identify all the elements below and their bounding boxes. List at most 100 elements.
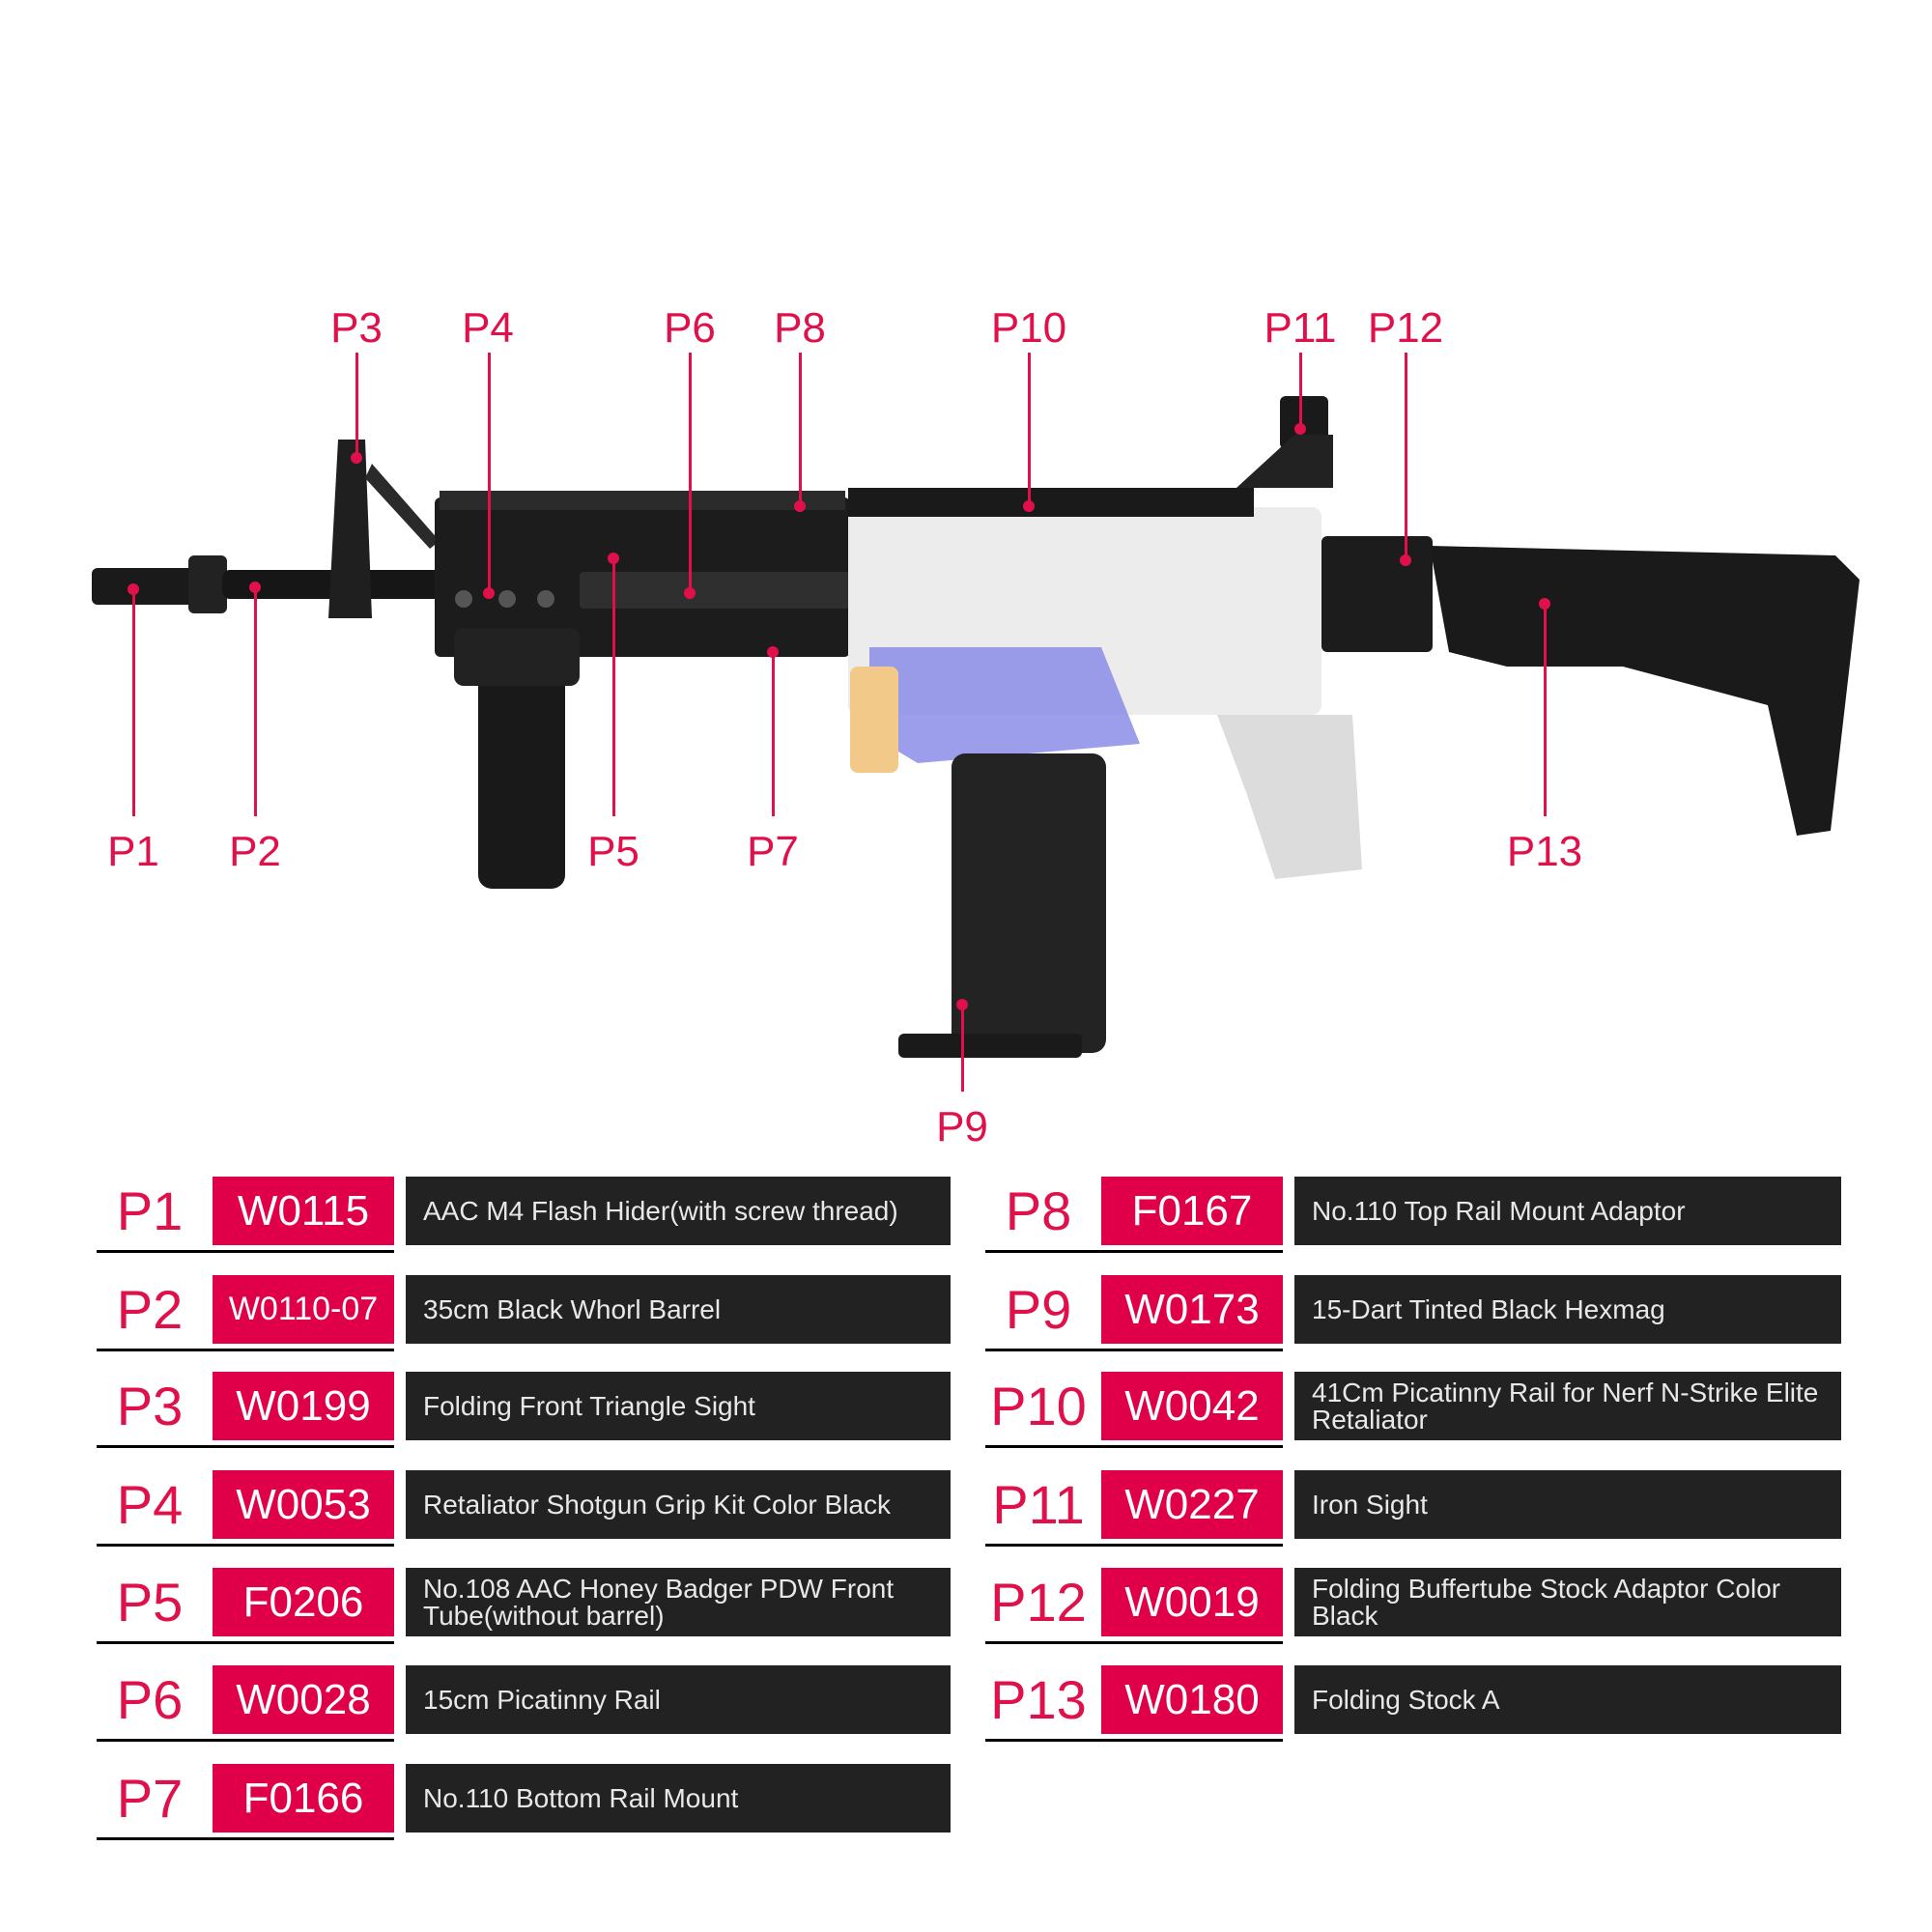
leader-line-p13 bbox=[1544, 604, 1547, 816]
part-label: P7 bbox=[116, 1768, 184, 1829]
callout-p12: P12 bbox=[1367, 304, 1444, 352]
row-underline bbox=[985, 1641, 1283, 1644]
leader-dot-p11 bbox=[1294, 423, 1306, 435]
leader-line-p5 bbox=[612, 558, 615, 816]
leader-line-p12 bbox=[1405, 353, 1407, 560]
part-description: AAC M4 Flash Hider(with screw thread) bbox=[406, 1177, 951, 1245]
row-underline bbox=[985, 1349, 1283, 1351]
part-description: No.110 Bottom Rail Mount bbox=[406, 1764, 951, 1833]
part-code: W0115 bbox=[213, 1177, 394, 1245]
callout-p6: P6 bbox=[664, 304, 716, 352]
part-code: W0199 bbox=[213, 1372, 394, 1440]
leader-dot-p13 bbox=[1539, 598, 1550, 610]
part-description: 35cm Black Whorl Barrel bbox=[406, 1275, 951, 1344]
row-underline bbox=[97, 1349, 394, 1351]
row-underline bbox=[985, 1544, 1283, 1547]
part-row-p11: P11 W0227 Iron Sight bbox=[985, 1470, 1841, 1547]
part-label: P6 bbox=[116, 1669, 184, 1730]
part-code: W0028 bbox=[213, 1665, 394, 1734]
leader-dot-p3 bbox=[351, 452, 362, 464]
callout-p11: P11 bbox=[1264, 304, 1337, 352]
leader-dot-p8 bbox=[794, 500, 806, 512]
callout-p9: P9 bbox=[936, 1103, 988, 1151]
row-underline bbox=[985, 1250, 1283, 1253]
callout-p1: P1 bbox=[107, 828, 159, 875]
callout-p7: P7 bbox=[747, 828, 799, 875]
leader-line-p8 bbox=[799, 353, 802, 507]
row-underline bbox=[97, 1739, 394, 1742]
leader-line-p3 bbox=[355, 353, 358, 459]
part-label: P4 bbox=[116, 1474, 184, 1535]
part-description: No.108 AAC Honey Badger PDW Front Tube(w… bbox=[406, 1568, 951, 1636]
part-label: P8 bbox=[1005, 1180, 1072, 1241]
leader-dot-p12 bbox=[1400, 554, 1411, 566]
part-label: P1 bbox=[116, 1180, 184, 1241]
leader-line-p7 bbox=[772, 652, 775, 816]
hexmag bbox=[952, 753, 1106, 1053]
leader-line-p1 bbox=[132, 589, 135, 816]
leader-dot-p4 bbox=[483, 587, 495, 599]
part-code: W0110-07 bbox=[213, 1275, 394, 1344]
callout-p2: P2 bbox=[229, 828, 281, 875]
part-row-p1: P1 W0115 AAC M4 Flash Hider(with screw t… bbox=[97, 1177, 951, 1253]
part-row-p5: P5 F0206 No.108 AAC Honey Badger PDW Fro… bbox=[97, 1568, 951, 1644]
part-label: P13 bbox=[990, 1669, 1087, 1730]
part-row-p2: P2 W0110-07 35cm Black Whorl Barrel bbox=[97, 1275, 951, 1351]
part-code: W0019 bbox=[1101, 1568, 1283, 1636]
part-row-p8: P8 F0167 No.110 Top Rail Mount Adaptor bbox=[985, 1177, 1841, 1253]
row-underline bbox=[985, 1445, 1283, 1448]
part-label: P11 bbox=[992, 1474, 1085, 1535]
callout-p8: P8 bbox=[774, 304, 826, 352]
callout-p10: P10 bbox=[990, 304, 1067, 352]
part-label: P10 bbox=[990, 1376, 1087, 1436]
flash-hider bbox=[92, 568, 208, 605]
leader-line-p6 bbox=[689, 353, 692, 594]
part-description: Folding Front Triangle Sight bbox=[406, 1372, 951, 1440]
row-underline bbox=[97, 1250, 394, 1253]
part-label: P9 bbox=[1005, 1279, 1072, 1340]
row-underline bbox=[985, 1739, 1283, 1742]
part-description: 41Cm Picatinny Rail for Nerf N-Strike El… bbox=[1294, 1372, 1841, 1440]
leader-line-p4 bbox=[488, 353, 491, 594]
vertical-foregrip bbox=[478, 667, 565, 889]
leader-line-p11 bbox=[1299, 353, 1302, 430]
part-row-p13: P13 W0180 Folding Stock A bbox=[985, 1665, 1841, 1742]
part-code: F0167 bbox=[1101, 1177, 1283, 1245]
part-code: F0206 bbox=[213, 1568, 394, 1636]
leader-dot-p1 bbox=[128, 583, 139, 595]
part-description: Iron Sight bbox=[1294, 1470, 1841, 1539]
part-code: W0227 bbox=[1101, 1470, 1283, 1539]
part-description: Folding Buffertube Stock Adaptor Color B… bbox=[1294, 1568, 1841, 1636]
part-description: Retaliator Shotgun Grip Kit Color Black bbox=[406, 1470, 951, 1539]
callout-p13: P13 bbox=[1506, 828, 1583, 875]
callout-p5: P5 bbox=[587, 828, 639, 875]
front-sight bbox=[328, 440, 372, 618]
part-description: No.110 Top Rail Mount Adaptor bbox=[1294, 1177, 1841, 1245]
part-row-p6: P6 W0028 15cm Picatinny Rail bbox=[97, 1665, 951, 1742]
leader-line-p9 bbox=[961, 1005, 964, 1092]
part-code: W0053 bbox=[213, 1470, 394, 1539]
leader-dot-p6 bbox=[684, 587, 696, 599]
folding-stock bbox=[1430, 546, 1860, 836]
part-row-p12: P12 W0019 Folding Buffertube Stock Adapt… bbox=[985, 1568, 1841, 1644]
part-code: W0173 bbox=[1101, 1275, 1283, 1344]
part-description: 15-Dart Tinted Black Hexmag bbox=[1294, 1275, 1841, 1344]
part-row-p9: P9 W0173 15-Dart Tinted Black Hexmag bbox=[985, 1275, 1841, 1351]
part-description: Folding Stock A bbox=[1294, 1665, 1841, 1734]
part-row-p10: P10 W0042 41Cm Picatinny Rail for Nerf N… bbox=[985, 1372, 1841, 1448]
leader-line-p10 bbox=[1028, 353, 1031, 507]
leader-dot-p5 bbox=[608, 553, 619, 564]
leader-dot-p9 bbox=[956, 999, 968, 1010]
row-underline bbox=[97, 1837, 394, 1840]
part-row-p7: P7 F0166 No.110 Bottom Rail Mount bbox=[97, 1764, 951, 1840]
part-label: P5 bbox=[116, 1572, 184, 1633]
leader-line-p2 bbox=[254, 587, 257, 816]
part-label: P3 bbox=[116, 1376, 184, 1436]
row-underline bbox=[97, 1544, 394, 1547]
leader-dot-p2 bbox=[249, 582, 261, 593]
leader-dot-p7 bbox=[767, 646, 779, 658]
leader-dot-p10 bbox=[1023, 500, 1035, 512]
part-row-p4: P4 W0053 Retaliator Shotgun Grip Kit Col… bbox=[97, 1470, 951, 1547]
callout-p4: P4 bbox=[462, 304, 514, 352]
